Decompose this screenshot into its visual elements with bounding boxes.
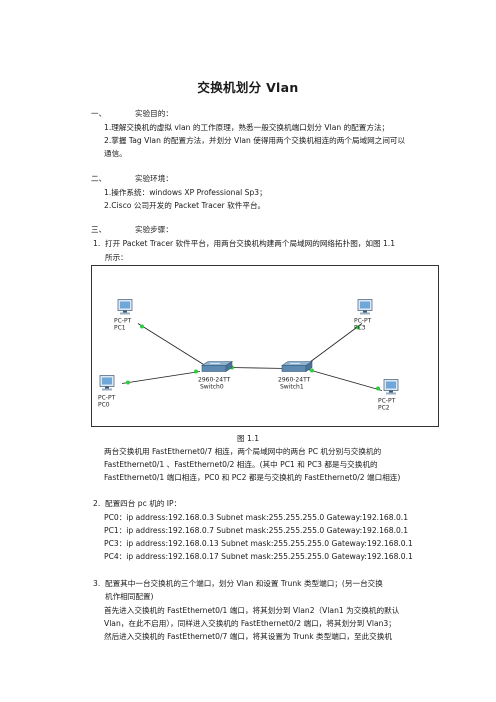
pc0-node[interactable]: PC-PT PC0: [98, 375, 116, 409]
switch1-name-label: Switch1: [280, 384, 304, 391]
section-label: 实验目的：: [135, 109, 173, 118]
desc-line: FastEthernet0/1 端口相连，PC0 和 PC2 都是与交换机的 F…: [104, 473, 401, 482]
step-text: 打开 Packet Tracer 软件平台，用两台交换机构建两个局域网的网络拓扑…: [105, 239, 396, 248]
section-heading-steps: 三、 实验步骤：: [91, 224, 173, 235]
desc-line: FastEthernet0/1 、FastEthernet0/2 相连。(其中 …: [104, 460, 378, 469]
section-number: 二、: [91, 174, 107, 183]
section-label: 实验环境：: [135, 174, 173, 183]
env-line: 1.操作系统：windows XP Professional Sp3；: [104, 188, 267, 197]
section-number: 三、: [91, 225, 107, 234]
switch0-name-label: Switch0: [200, 384, 224, 391]
pc2-model-label: PC-PT: [378, 398, 396, 405]
purpose-line: 2.掌握 Tag Vlan 的配置方法，并划分 Vlan 使得用两个交换机相连的…: [104, 136, 406, 145]
port-indicators: [126, 324, 380, 391]
step-text: 配置四台 pc 机的 IP：: [105, 499, 182, 508]
pc1-model-label: PC-PT: [114, 318, 132, 325]
port-dot: [194, 369, 198, 374]
switch1-node[interactable]: 2960-24TT Switch1: [278, 360, 313, 391]
step-3-line: 然后进入交换机的 FastEthernet0/7 端口，将其设置为 Trunk …: [104, 632, 392, 641]
link-pc0-switch0: [121, 371, 201, 384]
link-switch1-pc3: [303, 323, 363, 367]
pc0-model-label: PC-PT: [98, 395, 116, 402]
computer-icon: [357, 299, 373, 315]
step-2: 2. 配置四台 pc 机的 IP：: [93, 498, 181, 509]
computer-icon: [383, 379, 399, 395]
pc3-model-label: PC-PT: [354, 318, 372, 325]
step-number: 1.: [93, 239, 101, 248]
port-dot: [356, 325, 360, 330]
step-3-line: Vlan，在此不启用），同样进入交换机的 FastEthernet0/2 端口，…: [104, 619, 396, 628]
computer-icon: [99, 375, 115, 391]
purpose-line: 1.理解交换机的虚拟 vlan 的工作原理，熟悉一般交换机端口划分 Vlan 的…: [104, 123, 390, 132]
step-1-continued: 所示：: [105, 253, 128, 262]
pc1-node[interactable]: PC-PT PC1: [114, 299, 133, 332]
pc2-name-label: PC2: [378, 405, 390, 412]
link-pc1-switch0: [137, 323, 211, 369]
step-number: 3.: [93, 579, 101, 588]
ip-config-line: PC1：ip address:192.168.0.7 Subnet mask:2…: [104, 526, 409, 535]
step-text: 配置其中一台交换机的三个端口，划分 Vlan 和设置 Trunk 类型端口；(另…: [105, 579, 383, 588]
topology-svg: PC-PT PC1 PC-PT PC0: [98, 299, 399, 412]
step-3-line: 首先进入交换机的 FastEthernet0/1 端口，将其划分到 Vlan2（…: [104, 606, 400, 615]
figure-caption: 图 1.1: [236, 434, 260, 443]
switch1-model-label: 2960-24TT: [278, 377, 311, 384]
pc2-node[interactable]: PC-PT PC2: [378, 379, 399, 412]
document-title: 交换机划分 Vlan: [197, 80, 299, 95]
port-dot: [140, 324, 144, 329]
port-dot: [376, 386, 380, 391]
section-heading-environment: 二、 实验环境：: [91, 173, 173, 184]
port-dot: [310, 368, 314, 373]
pc3-name-label: PC3: [354, 325, 366, 332]
env-line: 2.Cisco 公司开发的 Packet Tracer 软件平台。: [104, 201, 266, 210]
switch-icon: [201, 360, 233, 373]
switch0-node[interactable]: 2960-24TT Switch0: [198, 360, 233, 391]
step-3-continued: 机作相同配置): [105, 592, 154, 601]
ip-config-line: PC3：ip address:192.168.0.13 Subnet mask:…: [104, 539, 413, 548]
step-1: 1. 打开 Packet Tracer 软件平台，用两台交换机构建两个局域网的网络…: [93, 238, 395, 249]
links: [121, 323, 383, 391]
link-switch1-pc2: [307, 369, 383, 391]
purpose-line: 通信。: [104, 149, 127, 158]
pc3-node[interactable]: PC-PT PC3: [354, 299, 373, 332]
step-number: 2.: [93, 499, 101, 508]
step-3: 3. 配置其中一台交换机的三个端口，划分 Vlan 和设置 Trunk 类型端口；…: [93, 578, 383, 589]
desc-line: 两台交换机用 FastEthernet0/7 相连，两个局域网中的两台 PC 机…: [104, 447, 382, 456]
pc1-name-label: PC1: [114, 325, 126, 332]
ip-config-line: PC0：ip address:192.168.0.3 Subnet mask:2…: [104, 513, 409, 522]
switch-icon: [281, 360, 313, 373]
switch0-model-label: 2960-24TT: [198, 377, 231, 384]
ip-config-line: PC4：ip address:192.168.0.17 Subnet mask:…: [104, 552, 413, 561]
network-topology-figure: PC-PT PC1 PC-PT PC0: [91, 265, 439, 427]
pc0-name-label: PC0: [98, 402, 110, 409]
link-switch0-switch1: [227, 367, 289, 369]
port-dot: [126, 380, 130, 385]
section-heading-purpose: 一、 实验目的：: [91, 108, 173, 119]
computer-icon: [117, 299, 133, 315]
section-label: 实验步骤：: [135, 225, 173, 234]
section-number: 一、: [91, 109, 107, 118]
